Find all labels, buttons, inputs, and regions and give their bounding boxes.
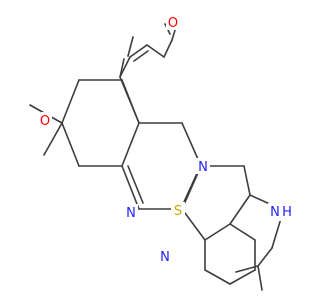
- bond: [229, 269, 256, 285]
- bond: [121, 165, 140, 210]
- bond: [127, 165, 144, 204]
- furan-ring: [119, 23, 177, 124]
- bond: [243, 165, 251, 196]
- bond: [204, 223, 231, 241]
- pyrimidine-nitrogen-1-label: N: [126, 206, 136, 221]
- bond: [61, 122, 80, 167]
- central-rings: [29, 79, 202, 210]
- bond: [61, 79, 80, 124]
- bond: [183, 168, 200, 203]
- atom-labels: O O N S N N N H: [38, 14, 292, 265]
- bond: [229, 223, 256, 241]
- bond: [127, 36, 134, 57]
- bond: [257, 247, 273, 267]
- pyran-oxygen-label: O: [40, 114, 50, 129]
- bond: [133, 50, 149, 62]
- bond: [235, 265, 259, 273]
- molecule-structure: O O N S N N N H: [29, 14, 292, 291]
- bond: [121, 122, 140, 167]
- bond: [257, 265, 263, 291]
- amine-nitrogen-label: N: [270, 205, 280, 220]
- bond: [163, 39, 173, 58]
- bond: [121, 79, 140, 124]
- bond: [146, 44, 165, 58]
- thiophene-sulfur-label: S: [174, 204, 182, 219]
- fused-thieno-pyrimidine: [181, 165, 256, 285]
- amine-hydrogen-label: H: [282, 205, 292, 220]
- bond: [229, 194, 251, 225]
- bond: [204, 269, 231, 285]
- furan-oxygen-label: O: [168, 16, 178, 31]
- pyrimidine-nitrogen-2-label: N: [160, 250, 170, 265]
- bond: [129, 44, 148, 58]
- bond: [119, 56, 131, 78]
- bond: [43, 122, 63, 156]
- pyridine-nitrogen-label: N: [198, 160, 208, 175]
- bond: [181, 208, 206, 241]
- bond: [119, 58, 125, 78]
